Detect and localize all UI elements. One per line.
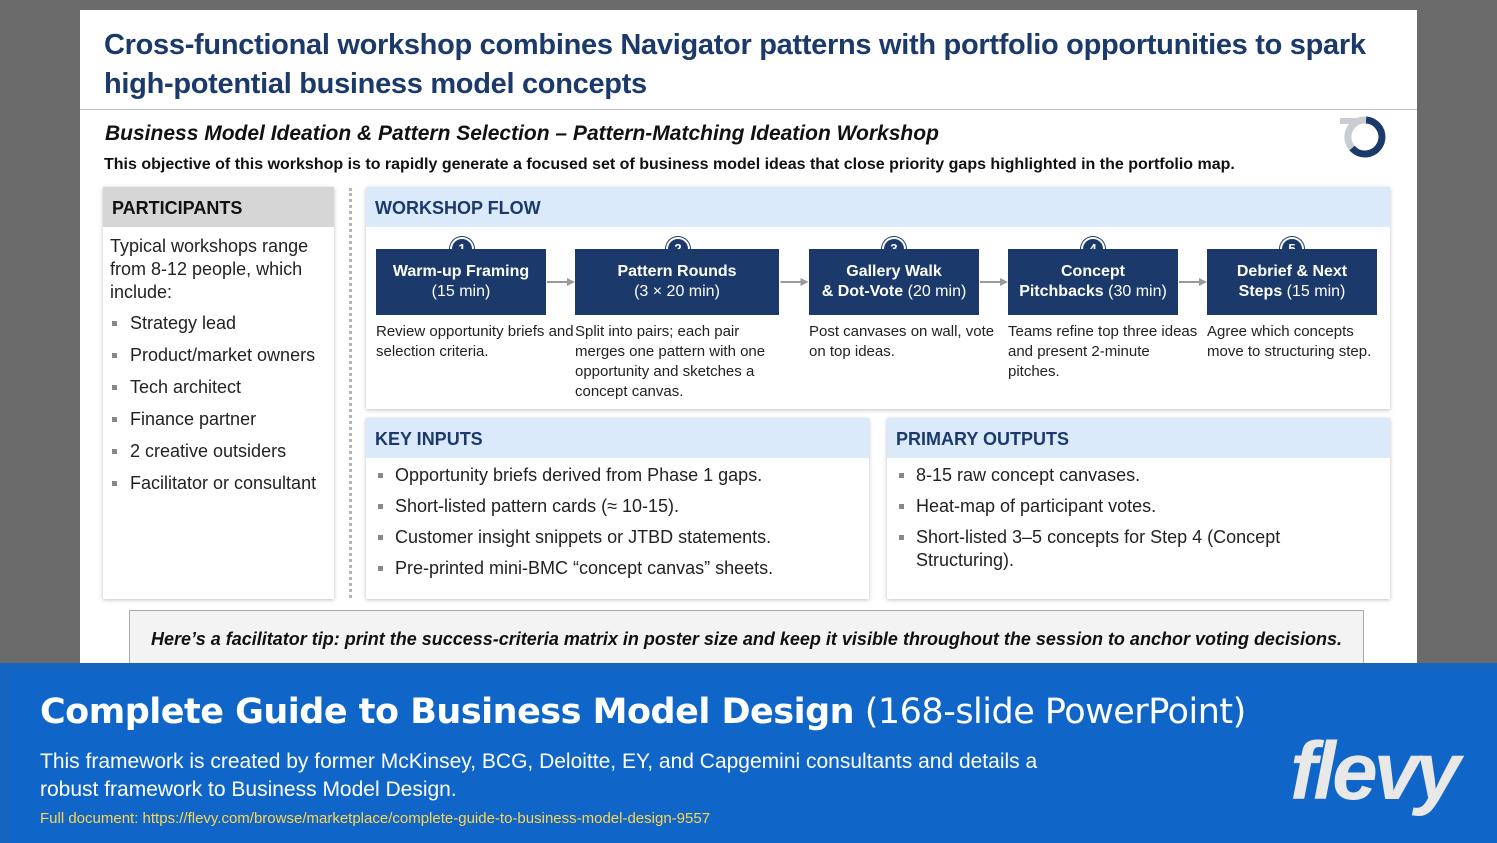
step-box-2: Pattern Rounds (3 × 20 min) — [575, 249, 779, 315]
list-item: Short-listed pattern cards (≈ 10-15). — [375, 495, 861, 518]
step-time: (3 × 20 min) — [634, 283, 720, 300]
primary-outputs-heading: PRIMARY OUTPUTS — [887, 418, 1390, 458]
participants-heading: PARTICIPANTS — [103, 187, 334, 227]
step-name-line2: Pitchbacks — [1019, 283, 1104, 300]
arrow-right-icon — [780, 278, 809, 286]
arrow-right-icon — [980, 278, 1008, 286]
step-time: (20 min) — [907, 283, 967, 300]
slide: Cross-functional workshop combines Navig… — [80, 10, 1417, 670]
step-name-time: Pitchbacks (30 min) — [1008, 282, 1178, 302]
list-item: 2 creative outsiders — [110, 440, 328, 463]
participants-panel: PARTICIPANTS Typical workshops range fro… — [103, 187, 334, 599]
participants-list: Strategy lead Product/market owners Tech… — [103, 312, 334, 495]
promo-banner-inner — [11, 670, 1497, 843]
banner-description: This framework is created by former McKi… — [40, 750, 1038, 801]
list-item: Finance partner — [110, 408, 328, 431]
facilitator-tip: Here’s a facilitator tip: print the succ… — [151, 629, 1342, 649]
list-item: Heat-map of participant votes. — [896, 495, 1382, 518]
step-name: Pattern Rounds — [617, 263, 737, 280]
primary-outputs-panel: PRIMARY OUTPUTS 8-15 raw concept canvase… — [887, 418, 1390, 599]
list-item: Pre-printed mini-BMC “concept canvas” sh… — [375, 557, 861, 580]
step-name-time: & Dot-Vote (20 min) — [809, 282, 979, 302]
step-box-5: Debrief & Next Steps (15 min) — [1207, 249, 1377, 315]
list-item: Strategy lead — [110, 312, 328, 335]
flevy-logo[interactable]: flevy — [1290, 726, 1461, 817]
step-name: Gallery Walk — [846, 263, 942, 280]
step-name: Concept — [1061, 263, 1125, 280]
step-name: Debrief & Next — [1236, 263, 1348, 280]
slide-title: Cross-functional workshop combines Navig… — [104, 29, 1366, 100]
primary-outputs-list: 8-15 raw concept canvases. Heat-map of p… — [887, 464, 1390, 572]
step-name: Warm-up Framing — [392, 263, 530, 280]
key-inputs-panel: KEY INPUTS Opportunity briefs derived fr… — [366, 418, 869, 599]
step-name-line2: Steps — [1238, 283, 1283, 300]
step-desc-1: Review opportunity briefs and selection … — [376, 323, 574, 360]
step-name-time: Steps (15 min) — [1207, 282, 1377, 302]
key-inputs-list: Opportunity briefs derived from Phase 1 … — [366, 464, 869, 580]
arrow-right-icon — [1179, 278, 1207, 286]
dotted-divider — [349, 188, 352, 598]
facilitator-tip-box: Here’s a facilitator tip: print the succ… — [129, 610, 1364, 670]
list-item: Facilitator or consultant — [110, 472, 328, 495]
step-time: (15 min) — [431, 283, 491, 300]
promo-banner — [0, 663, 1497, 843]
step-desc-4: Teams refine top three ideas and present… — [1008, 323, 1198, 380]
workshop-subtitle: Business Model Ideation & Pattern Select… — [105, 122, 939, 145]
workshop-objective: This objective of this workshop is to ra… — [104, 156, 1235, 173]
title-divider — [80, 109, 1417, 110]
step-box-3: Gallery Walk & Dot-Vote (20 min) — [809, 249, 979, 315]
step-desc-2: Split into pairs; each pair merges one p… — [575, 323, 766, 400]
logo-icon — [1340, 116, 1386, 158]
step-desc-5: Agree which concepts move to structuring… — [1207, 323, 1372, 360]
arrow-right-icon — [547, 278, 575, 286]
participants-intro: Typical workshops range from 8-12 people… — [110, 236, 309, 302]
list-item: Customer insight snippets or JTBD statem… — [375, 526, 861, 549]
list-item: 8-15 raw concept canvases. — [896, 464, 1382, 487]
list-item: Product/market owners — [110, 344, 328, 367]
step-desc-3: Post canvases on wall, vote on top ideas… — [809, 323, 995, 360]
step-box-1: Warm-up Framing (15 min) — [376, 249, 546, 315]
full-document-link[interactable]: Full document: https://flevy.com/browse/… — [40, 810, 711, 827]
workshop-flow-heading: WORKSHOP FLOW — [366, 187, 1390, 227]
key-inputs-heading: KEY INPUTS — [366, 418, 869, 458]
workshop-flow-panel: WORKSHOP FLOW 1 Warm-up Framing (15 min)… — [366, 187, 1390, 409]
step-name-line2: & Dot-Vote — [821, 283, 904, 300]
banner-title[interactable]: Complete Guide to Business Model Design … — [40, 692, 1246, 732]
step-time: (30 min) — [1108, 283, 1167, 300]
step-time: (15 min) — [1286, 283, 1346, 300]
banner-title-suffix: (168-slide PowerPoint) — [864, 692, 1247, 732]
step-box-4: Concept Pitchbacks (30 min) — [1008, 249, 1178, 315]
list-item: Short-listed 3–5 concepts for Step 4 (Co… — [896, 526, 1382, 572]
list-item: Tech architect — [110, 376, 328, 399]
banner-title-main: Complete Guide to Business Model Design — [40, 692, 855, 732]
list-item: Opportunity briefs derived from Phase 1 … — [375, 464, 861, 487]
